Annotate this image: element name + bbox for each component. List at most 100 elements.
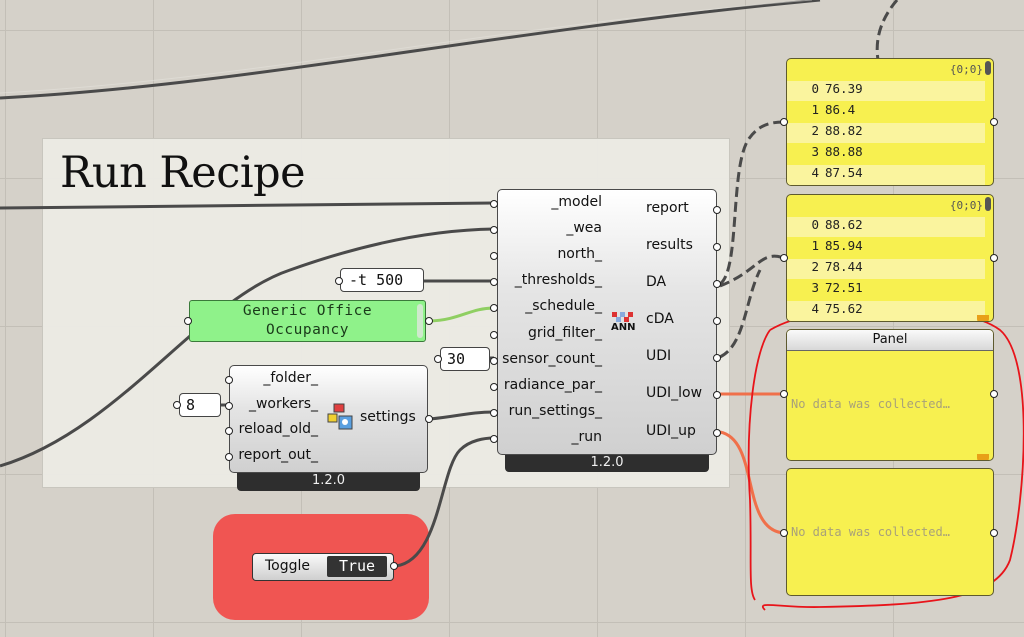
workers-slider[interactable]: 8 [179, 393, 221, 417]
settings-output-label: settings [360, 409, 416, 425]
udi-low-panel[interactable]: Panel No data was collected… [786, 329, 994, 461]
wire [0, 0, 821, 100]
cda-panel-grip-in[interactable] [780, 254, 788, 262]
udi-low-panel-grip-in[interactable] [780, 390, 788, 398]
recipe-input-grip[interactable] [490, 382, 498, 391]
panel-path-tag: {0;0} [949, 199, 983, 212]
wire [0, 227, 495, 468]
da-panel-grip-out[interactable] [990, 118, 998, 126]
schedule-grip-in[interactable] [184, 317, 192, 325]
recipe-input-grip[interactable] [490, 278, 498, 287]
settings-input-grip[interactable] [225, 427, 233, 435]
udi-up-panel-grip-out[interactable] [990, 529, 998, 537]
recipe-output-grip[interactable] [713, 280, 721, 288]
recipe-input-label: _run [571, 428, 602, 445]
toggle-label: Toggle [265, 558, 311, 574]
udi-up-panel-grip-in[interactable] [780, 529, 788, 537]
panel-resize-handle[interactable] [977, 315, 989, 321]
udi-low-panel-grip-out[interactable] [990, 390, 998, 398]
udi-up-panel[interactable]: No data was collected… [786, 468, 994, 596]
panel-row-index: 0 [811, 81, 819, 96]
sensor-count-grip-in[interactable] [434, 355, 442, 363]
panel-path-tag: {0;0} [949, 63, 983, 76]
recipe-input-grip[interactable] [490, 200, 498, 208]
settings-input-label: _workers_ [248, 395, 318, 412]
cda-panel-grip-out[interactable] [990, 254, 998, 262]
toggle-component[interactable]: Toggle True [252, 553, 394, 581]
schedule-value-list[interactable]: Generic Office Occupancy [189, 300, 426, 342]
panel-row-value: 72.51 [825, 280, 863, 295]
recipe-output-label: cDA [646, 311, 674, 327]
recipe-input-grip[interactable] [490, 356, 498, 365]
recipe-input-grip[interactable] [490, 408, 498, 417]
panel-row-value: 78.44 [825, 259, 863, 274]
settings-version: 1.2.0 [237, 473, 420, 491]
recipe-input-grip[interactable] [490, 252, 498, 261]
recipe-output-label: results [646, 237, 693, 253]
recipe-output-label: UDI_low [646, 385, 703, 401]
panel-row-index: 3 [811, 144, 819, 159]
group-title: Run Recipe [60, 148, 306, 198]
recipe-icon: ANN [610, 311, 638, 333]
settings-output-grip[interactable] [425, 415, 433, 423]
panel-row-value: 76.39 [825, 81, 863, 96]
settings-input-grip[interactable] [225, 376, 233, 384]
wire [719, 269, 762, 359]
settings-input-label: report_out_ [238, 446, 318, 463]
settings-input-grip[interactable] [225, 452, 233, 461]
recipe-output-grip[interactable] [713, 391, 721, 399]
panel-scrollbar[interactable] [985, 61, 991, 75]
recipe-output-grip[interactable] [713, 206, 721, 214]
recipe-output-label: report [646, 200, 689, 216]
recipe-version: 1.2.0 [505, 455, 709, 472]
wire [429, 306, 495, 323]
recipe-input-grip[interactable] [490, 226, 498, 235]
toggle-grip-out[interactable] [390, 562, 398, 570]
recipe-input-label: _thresholds_ [514, 272, 602, 289]
settings-input-label: reload_old_ [238, 421, 318, 437]
settings-input-grip[interactable] [225, 401, 233, 410]
recipe-output-grip[interactable] [713, 317, 721, 325]
recipe-input-label: _model [551, 194, 602, 210]
sensor-count-slider[interactable]: 30 [440, 347, 490, 371]
schedule-label: Generic Office Occupancy [242, 303, 373, 338]
panel-row-index: 4 [811, 165, 819, 180]
recipe-output-label: UDI [646, 348, 672, 364]
panel-row-value: 86.4 [825, 102, 856, 117]
wire [0, 201, 495, 210]
panel-row-index: 3 [811, 280, 819, 295]
schedule-scrollbar[interactable] [417, 304, 423, 338]
wire [719, 254, 785, 288]
recipe-output-grip[interactable] [713, 429, 721, 437]
panel-resize-handle[interactable] [977, 454, 989, 460]
recipe-input-grip[interactable] [490, 434, 498, 443]
toggle-value[interactable]: True [327, 556, 387, 577]
recipe-output-label: DA [646, 274, 667, 290]
recipe-input-label: _wea [566, 220, 602, 237]
workers-grip-in[interactable] [173, 401, 181, 409]
schedule-grip-out[interactable] [425, 317, 433, 325]
recipe-input-grip[interactable] [490, 304, 498, 313]
recipe-output-grip[interactable] [713, 243, 721, 251]
recipe-output-grip[interactable] [713, 354, 721, 362]
recipe-input-label: _schedule_ [525, 298, 602, 315]
thresholds-grip-in[interactable] [335, 277, 343, 285]
recipe-input-grip[interactable] [490, 330, 498, 339]
panel-row-value: 88.82 [825, 123, 863, 138]
thresholds-panel[interactable]: -t 500 [340, 268, 424, 292]
panel-row-value: 88.88 [825, 144, 863, 159]
wire [395, 436, 495, 568]
panel-scrollbar[interactable] [985, 197, 991, 211]
da-panel-grip-in[interactable] [780, 118, 788, 126]
recipe-output-label: UDI_up [646, 423, 696, 439]
panel-row-value: 87.54 [825, 165, 863, 180]
